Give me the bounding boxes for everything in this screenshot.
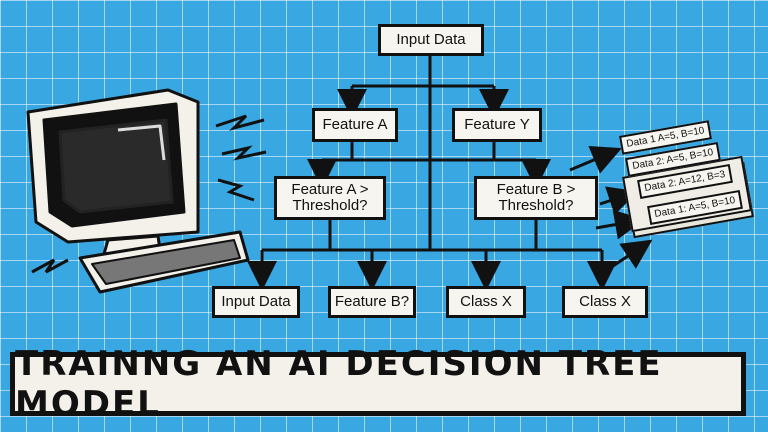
node-leaf-feature-b: Feature B? (328, 286, 416, 318)
node-feature-b-threshold: Feature B > Threshold? (474, 176, 598, 220)
node-leaf-class-x-2: Class X (562, 286, 648, 318)
node-leaf-class-x-1: Class X (446, 286, 526, 318)
title-banner: TRAINNG AN AI DECISION TREE MODEL (10, 344, 746, 424)
computer-icon (26, 88, 267, 294)
lightning-icon (31, 114, 267, 274)
paper-stack-icon: Data 1 A=5, B=10 Data 2: A=5, B=10 Data … (614, 108, 754, 240)
node-feature-a-threshold: Feature A > Threshold? (274, 176, 386, 220)
node-root: Input Data (378, 24, 484, 56)
node-leaf-input-data: Input Data (212, 286, 300, 318)
node-feature-a: Feature A (312, 108, 398, 142)
node-feature-y: Feature Y (452, 108, 542, 142)
